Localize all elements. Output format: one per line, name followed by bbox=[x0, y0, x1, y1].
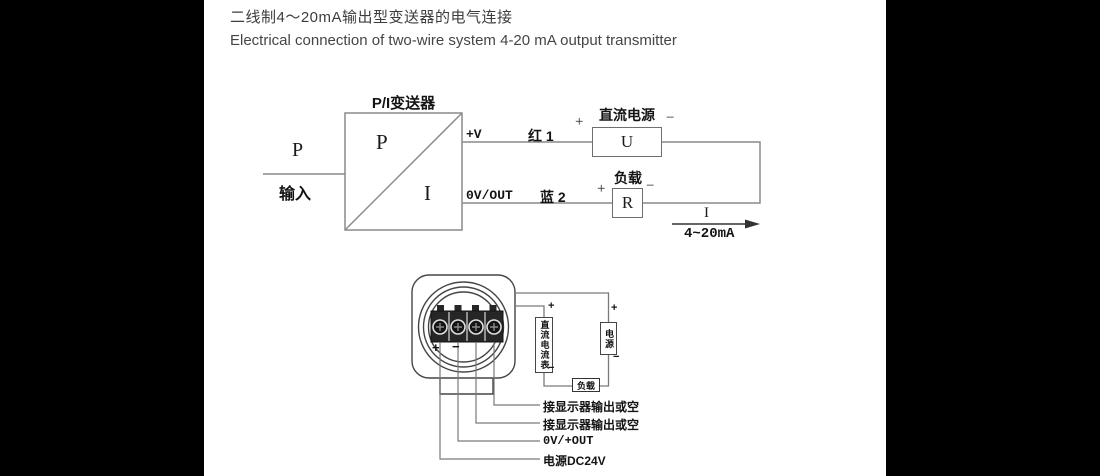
load-box: R bbox=[612, 188, 643, 218]
terminal1-wire-label: 电源DC24V bbox=[543, 454, 606, 468]
load-plus: + bbox=[597, 181, 606, 197]
terminal-leader-lines bbox=[439, 342, 540, 460]
terminal4-wire-label: 接显示器输出或空 bbox=[543, 400, 640, 414]
dc-supply-minus: − bbox=[666, 110, 675, 126]
current-direction-arrow bbox=[672, 219, 760, 229]
ov-out-terminal-label: 0V/OUT bbox=[466, 188, 513, 203]
power-minus: − bbox=[613, 351, 620, 363]
dc-ammeter-box: 直流电流表 bbox=[535, 317, 553, 373]
box-i-symbol: I bbox=[424, 181, 431, 205]
terminal-plus-label: + bbox=[432, 340, 440, 355]
load2-box: 负载 bbox=[572, 378, 600, 392]
box-p-symbol: P bbox=[376, 130, 388, 154]
red-wire-label: 红 1 bbox=[528, 128, 554, 144]
terminal2-wire-label: 0V/+OUT bbox=[543, 434, 594, 448]
dc-ammeter-label: 直流电流表 bbox=[539, 320, 550, 370]
right-black-bar bbox=[886, 0, 1100, 476]
plus-v-terminal-label: +V bbox=[466, 127, 482, 142]
current-symbol: I bbox=[704, 205, 709, 221]
blue-wire-label: 蓝 2 bbox=[540, 189, 566, 205]
transmitter-title: P/I变送器 bbox=[371, 95, 436, 112]
left-black-bar bbox=[0, 0, 204, 476]
title-chinese: 二线制4～20mA输出型变送器的电气连接 bbox=[230, 9, 513, 26]
current-range-label: 4~20mA bbox=[684, 226, 735, 242]
power-plus: + bbox=[611, 302, 618, 314]
load-minus: − bbox=[646, 178, 655, 194]
ammeter-minus: − bbox=[548, 362, 555, 374]
terminal-screws bbox=[432, 319, 502, 335]
terminal3-wire-label: 接显示器输出或空 bbox=[543, 418, 640, 432]
title-english: Electrical connection of two-wire system… bbox=[230, 32, 677, 49]
dc-supply-title: 直流电源 bbox=[599, 107, 655, 123]
power-supply-label: 电源 bbox=[604, 328, 614, 349]
terminal-block bbox=[430, 305, 504, 343]
power-supply-box: 电源 bbox=[600, 322, 617, 355]
top-circuit-wires bbox=[263, 112, 761, 231]
bottom-circuit-wires bbox=[515, 292, 610, 387]
load-title: 负载 bbox=[614, 170, 642, 186]
ammeter-plus: + bbox=[548, 300, 555, 312]
input-label: 输入 bbox=[279, 186, 312, 203]
terminal-minus-label: − bbox=[452, 339, 460, 354]
dc-supply-box: U bbox=[592, 127, 662, 157]
dc-supply-plus: + bbox=[575, 114, 584, 130]
input-pressure-symbol: P bbox=[292, 139, 304, 161]
